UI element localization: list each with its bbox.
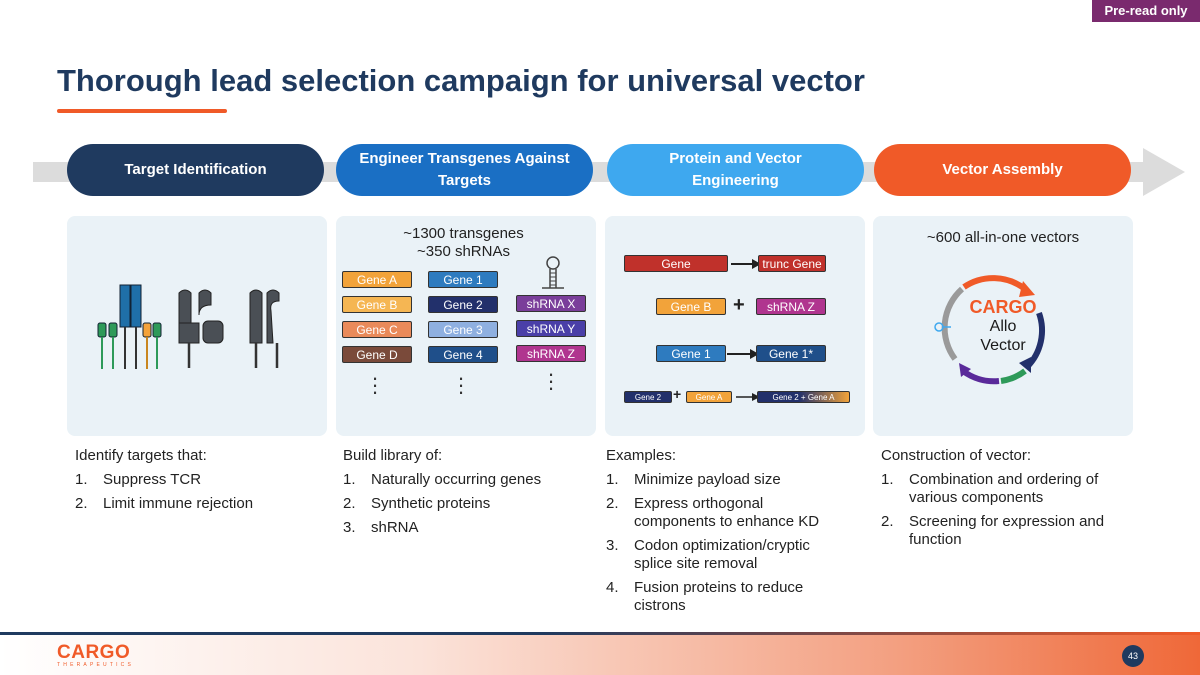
gene-box: Gene B [656, 298, 726, 315]
arrow-right-icon [727, 349, 759, 359]
gene-box: Gene C [342, 321, 412, 338]
slide-title: Thorough lead selection campaign for uni… [57, 63, 865, 98]
pre-read-badge: Pre-read only [1092, 0, 1200, 22]
company-logo: CARGO THERAPEUTICS [57, 642, 135, 668]
list-item: 1.Naturally occurring genes [343, 471, 542, 488]
stage-target-identification: Target Identification [67, 144, 324, 196]
list-item: 2.Limit immune rejection [75, 495, 254, 512]
gene-box: Gene A [686, 391, 732, 403]
panel-vector-assembly: ~600 all-in-one vectors CARGO Allo Vecto… [873, 216, 1133, 436]
shrna-box: shRNA Z [516, 345, 586, 362]
shrna-box: shRNA Y [516, 320, 586, 337]
gene-box: Gene 2 [428, 296, 498, 313]
hla-receptor-icon [178, 289, 224, 368]
footer-band [0, 635, 1200, 675]
gene-box: Gene 1 [428, 271, 498, 288]
more-dots: ··· [371, 365, 379, 404]
more-dots: ··· [457, 365, 465, 404]
shrna-hairpin-icon [542, 256, 564, 289]
receptor-illustration [97, 284, 280, 369]
column-protein-vector-engineering: Examples: 1.Minimize payload size 2.Expr… [606, 447, 866, 621]
process-arrow-head [1143, 148, 1185, 196]
library-caption: ~1300 transgenes ~350 shRNAs [403, 225, 524, 260]
panel-engineering-examples: Gene trunc Gene Gene B + shRNA Z Gene 1 … [605, 216, 865, 436]
shrna-box: shRNA Z [756, 298, 826, 315]
vector-label: CARGO Allo Vector [953, 298, 1053, 355]
gene-box: Gene D [342, 346, 412, 363]
trunc-gene-box: trunc Gene [758, 255, 826, 272]
gene-box: Gene 2 [624, 391, 672, 403]
list-item: 3.shRNA [343, 519, 419, 536]
column-vector-assembly: Construction of vector: 1.Combination an… [881, 447, 1146, 555]
title-underline [57, 109, 227, 113]
plus-sign: + [733, 294, 745, 316]
plasmid-vector-diagram [934, 275, 1046, 385]
footer-divider [0, 632, 1200, 635]
gene-box: Gene B [342, 296, 412, 313]
shrna-box: shRNA X [516, 295, 586, 312]
gene-box: Gene 1 [656, 345, 726, 362]
column-target-identification: Identify targets that: 1.Suppress TCR 2.… [75, 447, 325, 519]
gene-box: Gene 3 [428, 321, 498, 338]
tcr-complex-icon [97, 284, 162, 369]
more-dots: ··· [547, 361, 555, 400]
page-number: 43 [1122, 645, 1144, 667]
receptor-icon [249, 289, 280, 368]
gene-box: Gene 4 [428, 346, 498, 363]
panel-target-identification [67, 216, 327, 436]
panel-transgene-library: ~1300 transgenes ~350 shRNAs Gene A Gene… [336, 216, 596, 436]
gene-box: Gene [624, 255, 728, 272]
gene-box: Gene 1* [756, 345, 826, 362]
column-engineer-transgenes: Build library of: 1.Naturally occurring … [343, 447, 593, 543]
vector-caption: ~600 all-in-one vectors [926, 229, 1080, 246]
gene-box: Gene A [342, 271, 412, 288]
stage-vector-assembly: Vector Assembly [874, 144, 1131, 196]
vector-brand: CARGO [969, 297, 1037, 317]
plus-sign: + [673, 386, 682, 402]
arrow-right-icon [731, 259, 761, 269]
list-item: 1.Suppress TCR [75, 471, 202, 488]
list-item: 1.Minimize payload size [606, 471, 781, 488]
list-item: 2.Synthetic proteins [343, 495, 491, 512]
arrow-right-icon [736, 393, 760, 401]
fusion-gene-box: Gene 2 + Gene A [757, 391, 850, 403]
